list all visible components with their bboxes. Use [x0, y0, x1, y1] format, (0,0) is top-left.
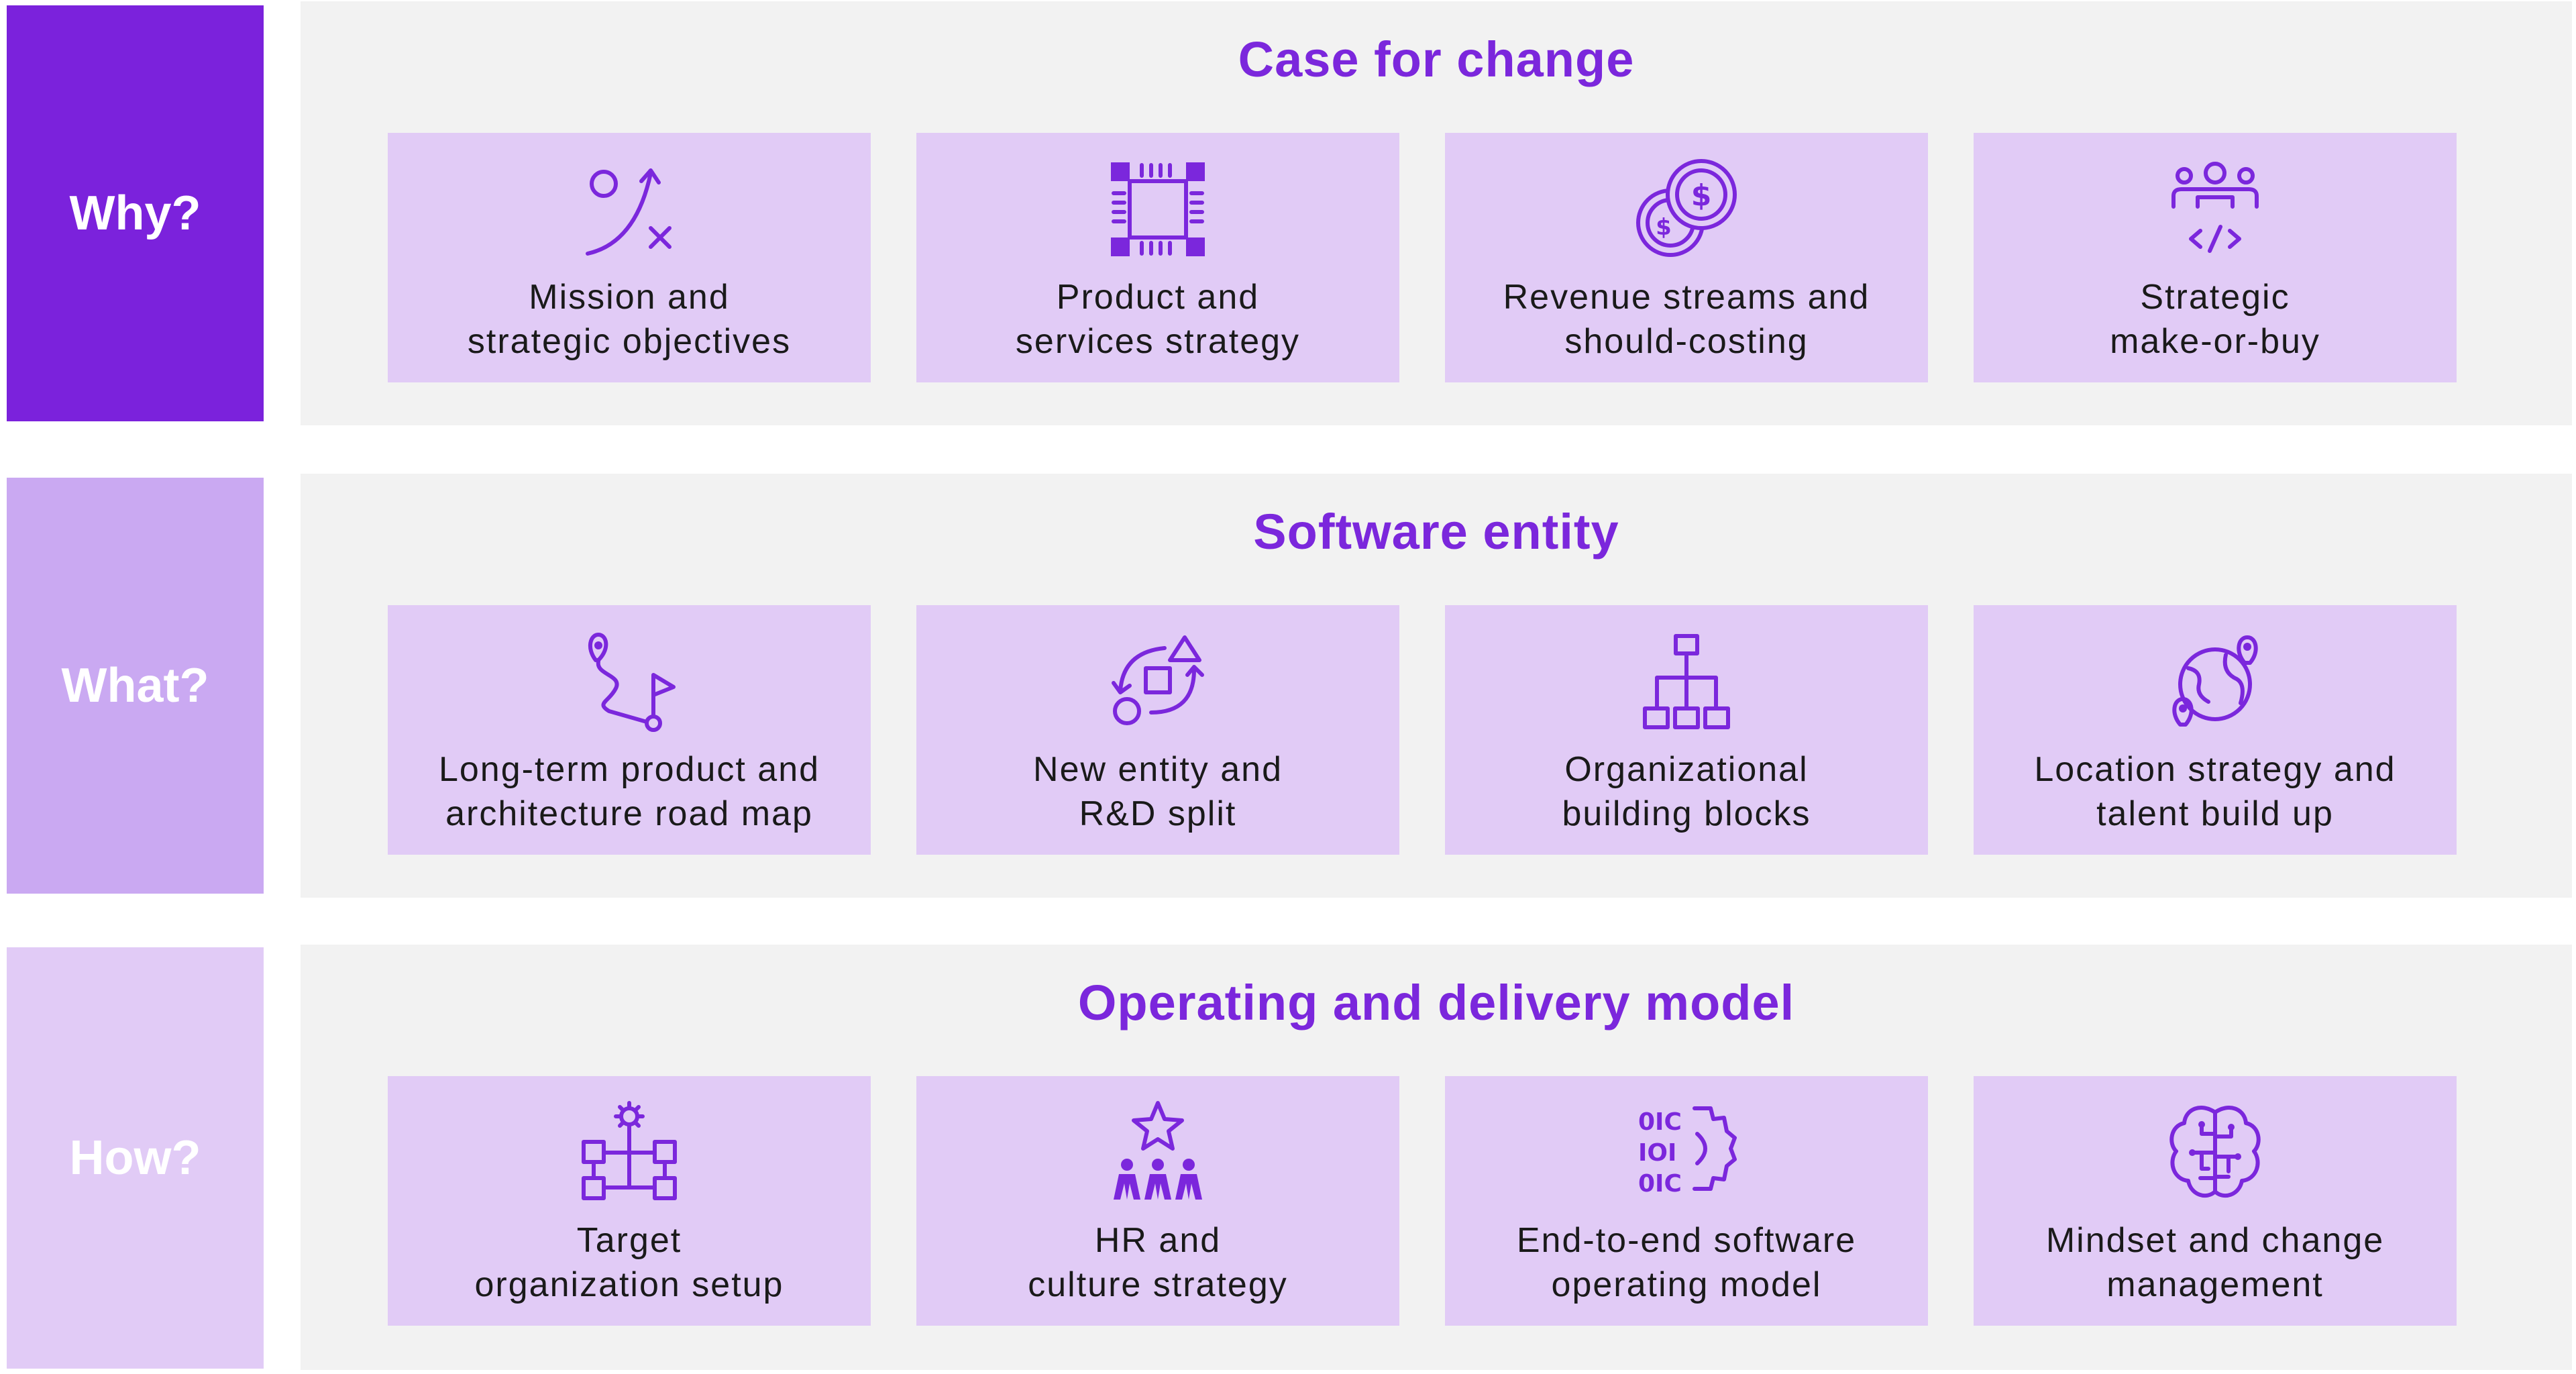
team-code-icon	[2161, 156, 2269, 263]
card-line: Target	[576, 1221, 682, 1260]
card-line: Organizational	[1564, 750, 1809, 789]
card-line: operating model	[1551, 1265, 1822, 1304]
card-line: Mission and	[529, 278, 730, 317]
card-line: Location strategy and	[2034, 750, 2396, 789]
card-line: Mindset and change	[2045, 1221, 2385, 1260]
row-label-why: Why?	[7, 5, 264, 421]
card-line: HR and	[1094, 1221, 1222, 1260]
card-line: Strategic	[2140, 278, 2290, 317]
card-line: Product and	[1056, 278, 1260, 317]
card-road-map: Long-term product and architecture road m…	[388, 605, 871, 855]
chip-icon	[1104, 156, 1212, 263]
svg-text:0IC: 0IC	[1638, 1170, 1682, 1198]
card-hr-culture: HR and culture strategy	[916, 1076, 1399, 1326]
shapes-cycle-icon	[1104, 628, 1212, 735]
brain-icon	[2161, 1099, 2269, 1206]
org-chart-icon	[1633, 628, 1740, 735]
card-line: services strategy	[1015, 322, 1301, 361]
card-target-org: Target organization setup	[388, 1076, 871, 1326]
panel-case-for-change: Case for change Mission and strategic obj…	[301, 1, 2572, 425]
card-line: management	[2106, 1265, 2324, 1304]
card-revenue: $ $ Revenue streams and should-costing	[1445, 133, 1928, 382]
globe-pins-icon	[2161, 628, 2269, 735]
card-line: organization setup	[474, 1265, 784, 1304]
card-line: building blocks	[1562, 794, 1811, 833]
card-mission: Mission and strategic objectives	[388, 133, 871, 382]
row-label-how: How?	[7, 947, 264, 1369]
row-label-what: What?	[7, 478, 264, 894]
row-label-text: Why?	[69, 187, 201, 240]
svg-text:$: $	[1656, 214, 1672, 241]
svg-text:$: $	[1691, 178, 1712, 213]
card-mindset: Mindset and change management	[1974, 1076, 2457, 1326]
svg-text:IOI: IOI	[1638, 1139, 1676, 1167]
row-label-text: What?	[61, 659, 209, 712]
people-star-icon	[1104, 1099, 1212, 1206]
org-setup-icon	[576, 1099, 683, 1206]
card-line: should-costing	[1564, 322, 1809, 361]
card-line: R&D split	[1079, 794, 1237, 833]
strategy-icon	[576, 156, 683, 263]
panel-title: Operating and delivery model	[1077, 975, 1795, 1030]
roadmap-icon	[576, 628, 683, 735]
svg-text:0IC: 0IC	[1638, 1108, 1682, 1136]
coins-icon: $ $	[1633, 156, 1740, 263]
card-location: Location strategy and talent build up	[1974, 605, 2457, 855]
row-label-text: How?	[69, 1131, 201, 1185]
panel-title: Software entity	[1253, 504, 1619, 560]
card-line: culture strategy	[1028, 1265, 1288, 1304]
card-building-blocks: Organizational building blocks	[1445, 605, 1928, 855]
card-software-model: 0IC IOI 0IC End-to-end software operating…	[1445, 1076, 1928, 1326]
card-line: strategic objectives	[467, 322, 792, 361]
card-product: Product and services strategy	[916, 133, 1399, 382]
panel-operating-model: Operating and delivery model Target organ…	[301, 945, 2572, 1370]
card-line: Long-term product and	[438, 750, 820, 789]
card-line: make-or-buy	[2110, 322, 2320, 361]
card-line: talent build up	[2096, 794, 2334, 833]
card-make-or-buy: Strategic make-or-buy	[1974, 133, 2457, 382]
card-line: New entity and	[1033, 750, 1283, 789]
card-line: architecture road map	[445, 794, 813, 833]
panel-software-entity: Software entity Long-term product and arc…	[301, 474, 2572, 898]
panel-title: Case for change	[1238, 32, 1635, 87]
binary-gear-icon: 0IC IOI 0IC	[1633, 1099, 1740, 1206]
card-line: Revenue streams and	[1503, 278, 1870, 317]
card-line: End-to-end software	[1516, 1221, 1857, 1260]
